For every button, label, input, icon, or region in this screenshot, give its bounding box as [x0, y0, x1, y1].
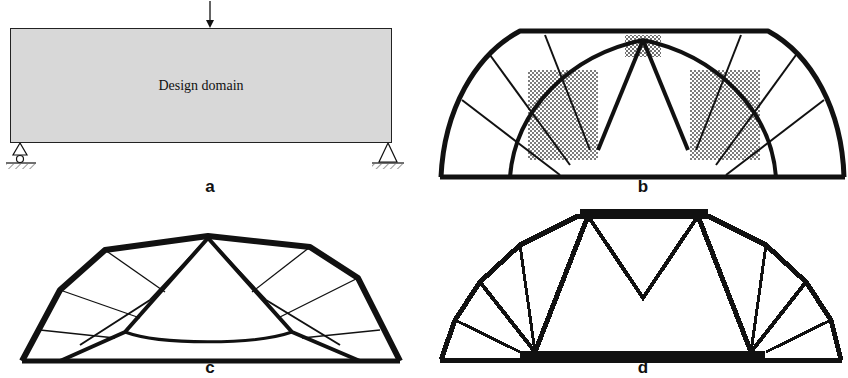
- optimized-structure-d: [440, 213, 842, 360]
- panel-letter: b: [638, 178, 648, 195]
- pin-support: [372, 143, 404, 169]
- panel-letter: a: [205, 178, 214, 195]
- load-arrow: [206, 1, 214, 28]
- panel-letter: d: [638, 359, 648, 376]
- roller-support: [6, 143, 36, 169]
- optimized-structure-c: [22, 236, 400, 361]
- domain-label: Design domain: [158, 78, 243, 94]
- panel-letter: c: [205, 359, 214, 376]
- optimized-structure-b: [440, 31, 845, 177]
- design-domain: Design domain: [10, 28, 392, 143]
